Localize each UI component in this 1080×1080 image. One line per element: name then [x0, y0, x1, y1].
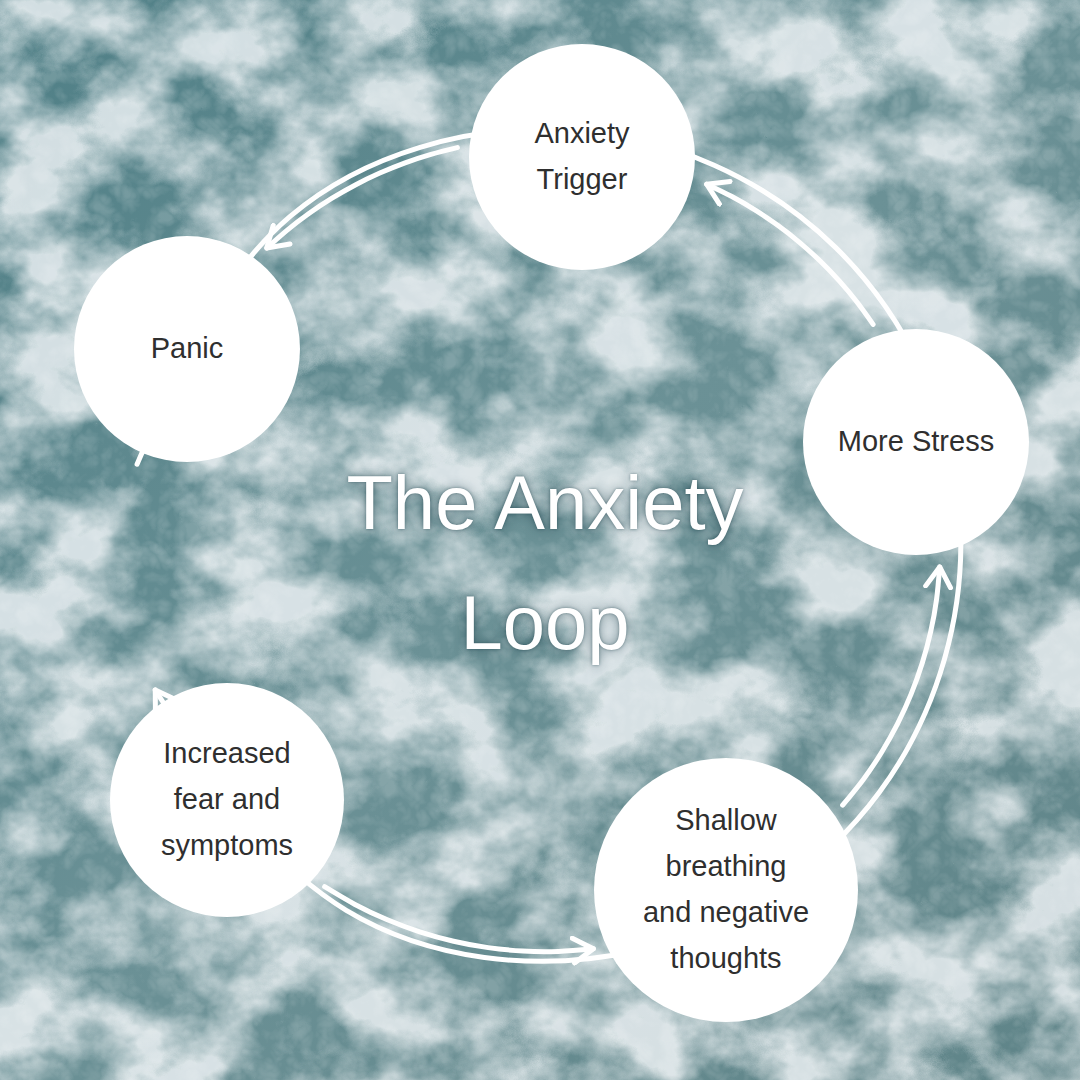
circle-fill: [803, 329, 1029, 555]
circle-outline: [469, 44, 695, 270]
circle-label: Anxiety Trigger: [496, 111, 668, 203]
circle-fill: [594, 758, 858, 1022]
circle-fill: [469, 44, 695, 270]
circle-label: Shallow breathing and negative thoughts: [640, 798, 812, 981]
loop-arrow: [843, 567, 940, 805]
loop-circle: Shallow breathing and negative thoughts: [594, 758, 858, 1022]
circle-label: Increased fear and symptoms: [141, 731, 313, 868]
loop-arrow: [325, 887, 594, 952]
circle-fill: [110, 683, 344, 917]
circle-fill: [74, 236, 300, 462]
diagram-title: The Anxiety Loop: [285, 443, 805, 683]
circle-outline: [594, 758, 858, 1022]
loop-circle: More Stress: [803, 329, 1029, 555]
circle-label: More Stress: [838, 419, 994, 465]
loop-arrow: [267, 148, 458, 248]
circle-label: Panic: [151, 326, 224, 372]
loop-arrow: [707, 184, 873, 324]
loop-circle: Anxiety Trigger: [469, 44, 695, 270]
loop-circle: Panic: [74, 236, 300, 462]
loop-circle: Increased fear and symptoms: [110, 683, 344, 917]
